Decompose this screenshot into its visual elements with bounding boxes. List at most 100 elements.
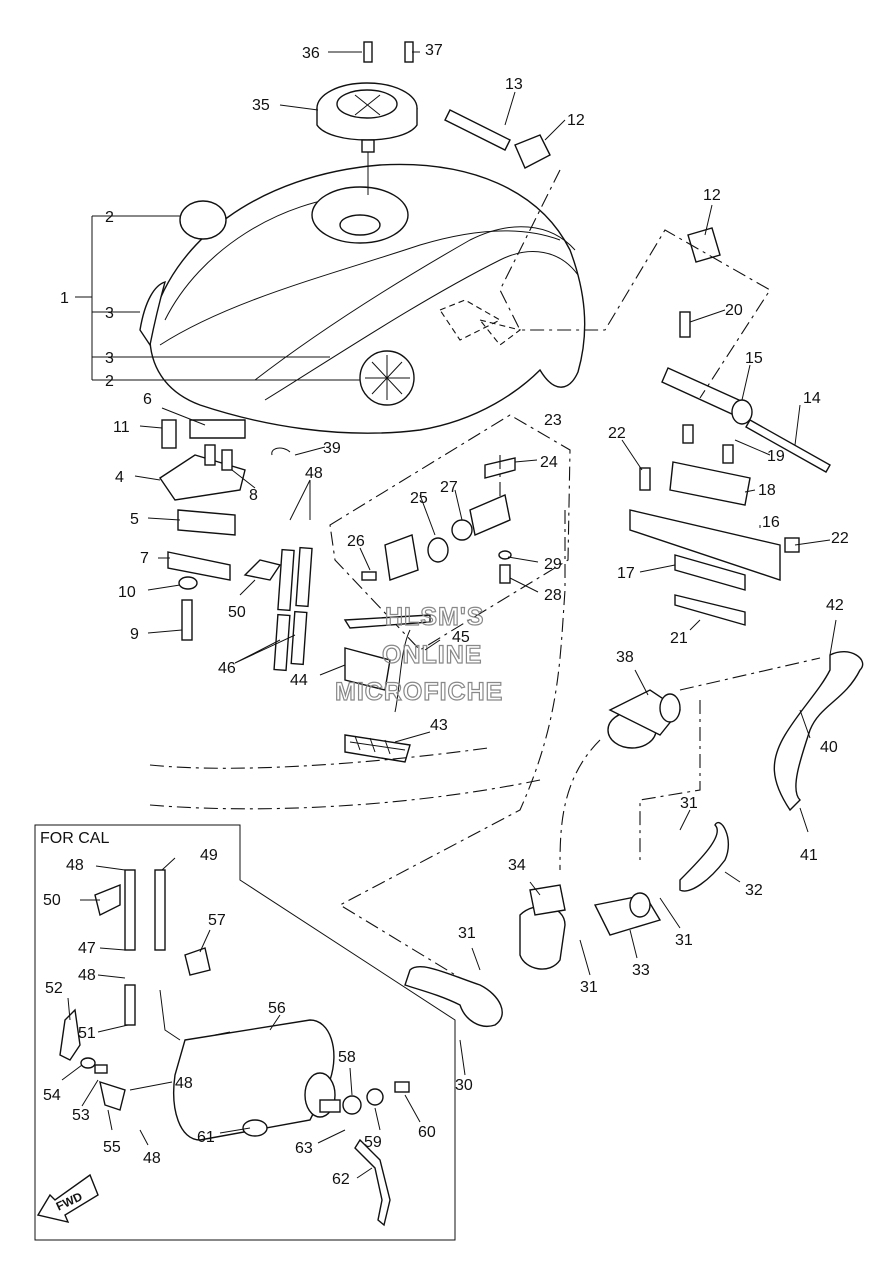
dash-fuel-route [338,455,566,991]
callout-25: 25 [410,490,428,507]
tank-dampers-front [343,614,431,763]
callout-10: 10 [118,584,136,601]
callout-27: 27 [440,479,458,496]
callout-2-a: 2 [105,209,114,226]
callout-22-a: 22 [608,425,626,442]
callout-50: 50 [43,892,61,909]
callout-39: 39 [323,440,341,457]
callout-24: 24 [540,454,558,471]
callout-52: 52 [45,980,63,997]
callout-51: 51 [78,1025,96,1042]
callout-12-b: 12 [703,187,721,204]
callout-20: 20 [725,302,743,319]
watermark-line-3: MICROFICHE [335,678,503,706]
hose-30 [404,966,503,1027]
fuel-cock [329,414,571,651]
callout-56: 56 [268,1000,286,1017]
callout-31-c: 31 [580,979,598,996]
callout-2-b: 2 [105,373,114,390]
callout-35: 35 [252,97,270,114]
callout-34: 34 [508,857,526,874]
callout-9: 9 [130,626,139,643]
callout-31-a: 31 [680,795,698,812]
dash-tank-bottom-2 [149,779,541,810]
callout-49: 49 [200,847,218,864]
dash-tank-bottom [149,747,489,769]
tank-damper [629,461,800,626]
callout-7: 7 [140,550,149,567]
breather-hose [444,109,551,169]
watermark: HLSM'S ONLINE MICROFICHE [334,602,503,706]
callout-55: 55 [103,1139,121,1156]
callout-29: 29 [544,556,562,573]
callout-48-d: 48 [143,1150,161,1167]
fuel-tank [139,163,586,434]
callout-60: 60 [418,1124,436,1141]
callout-50-top: 50 [228,604,246,621]
callout-21: 21 [670,630,688,647]
callout-labels: 1 2 2 3 3 4 5 6 7 8 9 10 11 12 12 13 14 … [43,42,849,1188]
callout-28: 28 [544,587,562,604]
callout-48-b: 48 [78,967,96,984]
leader-lines [61,51,837,1179]
callout-33: 33 [632,962,650,979]
callout-3-b: 3 [105,350,114,367]
hose-32 [679,822,730,892]
fwd-arrow: FWD [36,1173,99,1223]
callout-1: 1 [60,290,69,307]
callout-48-top: 48 [305,465,323,482]
callout-26: 26 [347,533,365,550]
dash-top-links [499,169,771,399]
fuel-pump [607,689,682,749]
callout-12-a: 12 [567,112,585,129]
callout-37: 37 [425,42,443,59]
callout-47: 47 [78,940,96,957]
for-cal-label: FOR CAL [40,830,109,847]
dash-pump-route [559,700,701,871]
callout-4: 4 [115,469,124,486]
callout-58: 58 [338,1049,356,1066]
fuel-cap [316,41,418,195]
callout-42: 42 [826,597,844,614]
callout-31-d: 31 [458,925,476,942]
watermark-line-1: HLSM'S [385,603,484,631]
dash-hose-42 [679,657,821,691]
dash-mount-box [439,299,522,346]
callout-48-a: 48 [66,857,84,874]
tank-bracket [661,311,831,473]
callout-36: 36 [302,45,320,62]
callout-23: 23 [544,412,562,429]
callout-30: 30 [455,1077,473,1094]
callout-8: 8 [249,487,258,504]
callout-40: 40 [820,739,838,756]
for-cal-box: FOR CAL [34,824,456,1241]
callout-44: 44 [290,672,308,689]
callout-62: 62 [332,1171,350,1188]
callout-6: 6 [143,391,152,408]
callout-63: 63 [295,1140,313,1157]
callout-59: 59 [364,1134,382,1151]
callout-17: 17 [617,565,635,582]
callout-48-c: 48 [175,1075,193,1092]
callout-46: 46 [218,660,236,677]
callout-16: 16 [762,514,780,531]
callout-41: 41 [800,847,818,864]
callout-31-b: 31 [675,932,693,949]
callout-19: 19 [767,448,785,465]
grommet-12 [687,227,721,263]
callout-54: 54 [43,1087,61,1104]
callout-14: 14 [803,390,821,407]
callout-32: 32 [745,882,763,899]
callout-5: 5 [130,511,139,528]
callout-11: 11 [113,419,130,436]
hose-40 [773,651,864,812]
callout-57: 57 [208,912,226,929]
callout-38: 38 [616,649,634,666]
vent-hoses [243,447,313,672]
callout-45: 45 [452,629,470,646]
callout-15: 15 [745,350,763,367]
callout-43: 43 [430,717,448,734]
tank-mount-left [159,419,246,641]
callout-22-b: 22 [831,530,849,547]
